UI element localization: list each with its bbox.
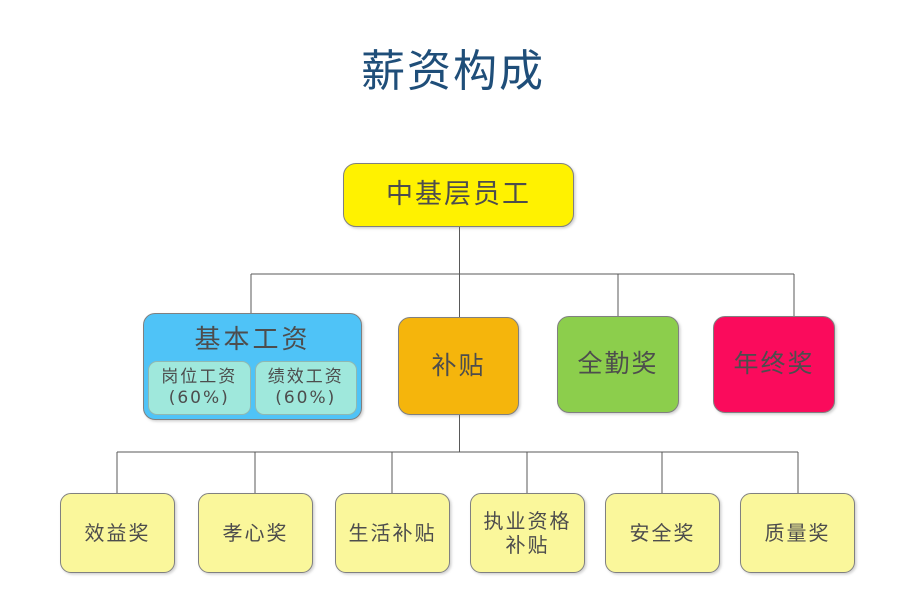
node-root-label: 中基层员工 bbox=[386, 178, 531, 210]
node-performance-salary-line2: (60%) bbox=[275, 388, 337, 408]
node-base-salary-label: 基本工资 bbox=[194, 325, 311, 355]
node-annual-bonus[interactable]: 年终奖 bbox=[713, 316, 835, 413]
node-subsidy-label: 补贴 bbox=[431, 350, 486, 380]
node-qualification-allowance-line1: 执业资格 bbox=[483, 508, 572, 533]
node-living-allowance-label: 生活补贴 bbox=[348, 520, 437, 545]
page-title: 薪资构成 bbox=[361, 46, 545, 97]
node-subsidy[interactable]: 补贴 bbox=[398, 317, 519, 415]
node-quality-bonus[interactable]: 质量奖 bbox=[740, 493, 855, 573]
node-performance-salary[interactable]: 绩效工资 (60%) bbox=[254, 361, 357, 415]
node-living-allowance[interactable]: 生活补贴 bbox=[335, 493, 450, 573]
node-benefit-bonus-label: 效益奖 bbox=[84, 520, 151, 545]
node-qualification-allowance-line2: 补贴 bbox=[505, 533, 550, 557]
node-filial-bonus-label: 孝心奖 bbox=[222, 520, 289, 545]
node-root-employee[interactable]: 中基层员工 bbox=[343, 163, 574, 227]
node-base-salary[interactable]: 基本工资 岗位工资 (60%) 绩效工资 (60%) bbox=[143, 313, 362, 420]
node-benefit-bonus[interactable]: 效益奖 bbox=[60, 493, 175, 573]
node-attendance-bonus[interactable]: 全勤奖 bbox=[557, 316, 679, 413]
node-safety-bonus-label: 安全奖 bbox=[629, 520, 696, 545]
node-quality-bonus-label: 质量奖 bbox=[764, 520, 831, 545]
node-position-salary-line2: (60%) bbox=[168, 388, 230, 408]
node-position-salary[interactable]: 岗位工资 (60%) bbox=[148, 361, 251, 415]
node-performance-salary-line1: 绩效工资 bbox=[267, 367, 344, 388]
base-salary-subitems: 岗位工资 (60%) 绩效工资 (60%) bbox=[144, 361, 361, 419]
node-annual-bonus-label: 年终奖 bbox=[733, 349, 815, 379]
node-filial-bonus[interactable]: 孝心奖 bbox=[198, 493, 313, 573]
node-position-salary-line1: 岗位工资 bbox=[161, 367, 238, 388]
node-qualification-allowance[interactable]: 执业资格 补贴 bbox=[470, 493, 585, 573]
node-attendance-bonus-label: 全勤奖 bbox=[577, 349, 659, 379]
node-safety-bonus[interactable]: 安全奖 bbox=[605, 493, 720, 573]
